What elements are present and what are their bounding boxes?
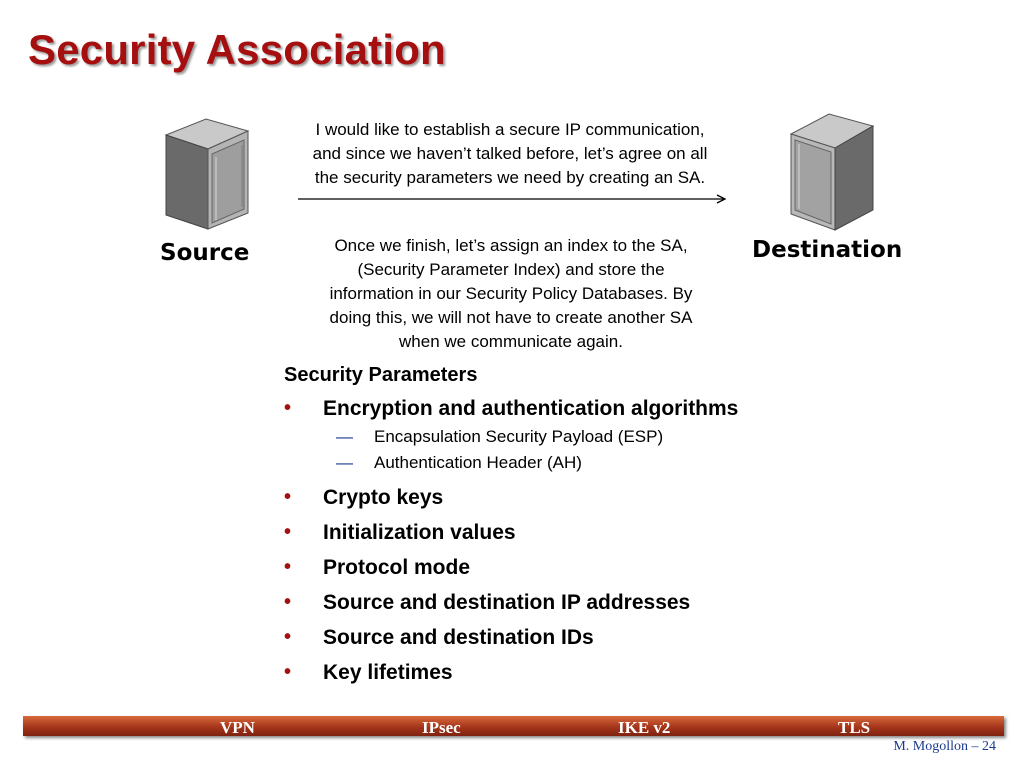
response-line: information in our Security Policy Datab… [329,284,693,303]
footer-link-vpn[interactable]: VPN [220,718,255,737]
list-item: • Initialization values [284,521,754,544]
right-arrow-icon [298,192,730,211]
sub-list: — Encapsulation Security Payload (ESP) —… [323,426,754,474]
sub-list-item: — Authentication Header (AH) [323,452,754,474]
list-item-label: Initialization values [323,521,516,544]
dash-icon: — [336,453,353,472]
sub-list-item: — Encapsulation Security Payload (ESP) [323,426,754,448]
list-item-label: Source and destination IP addresses [323,591,691,614]
response-line: (Security Parameter Index) and store the [357,260,665,279]
response-line: Once we finish, let’s assign an index to… [334,236,688,255]
request-line: I would like to establish a secure IP co… [315,120,705,139]
response-message: Once we finish, let’s assign an index to… [270,234,752,354]
bullet-icon: • [284,661,292,683]
list-item-label: Crypto keys [323,486,444,509]
bullet-icon: • [284,591,292,613]
slide-title: Security Association [28,26,446,73]
list-item: • Source and destination IP addresses [284,591,754,614]
bullet-icon: • [284,397,292,419]
dash-icon: — [336,427,353,446]
list-item: • Crypto keys [284,486,754,509]
request-line: and since we haven’t talked before, let’… [312,144,708,163]
request-message: I would like to establish a secure IP co… [262,118,758,190]
bullet-icon: • [284,521,292,543]
footer-link-tls[interactable]: TLS [838,718,871,737]
params-heading: Security Parameters [284,364,478,386]
source-label: Source [160,240,250,266]
response-line: when we communicate again. [399,332,623,351]
footer-link-ipsec[interactable]: IPsec [422,718,461,737]
footer-bar [23,716,1004,736]
request-line: the security parameters we need by creat… [314,168,706,187]
bullet-icon: • [284,626,292,648]
list-item-label: Protocol mode [323,556,471,579]
sub-list-item-label: Authentication Header (AH) [374,453,582,472]
list-item: • Protocol mode [284,556,754,579]
list-item-label: Encryption and authentication algorithms [323,397,739,420]
source-server-icon [160,117,252,232]
bullet-icon: • [284,486,292,508]
bullet-icon: • [284,556,292,578]
footer-link-ikev2[interactable]: IKE v2 [618,718,671,737]
page-number: M. Mogollon – 24 [893,739,996,754]
destination-server-icon [785,112,877,232]
destination-label: Destination [752,237,903,263]
list-item-label: Source and destination IDs [323,626,594,649]
response-line: doing this, we will not have to create a… [329,308,693,327]
list-item-label: Key lifetimes [323,661,453,684]
list-item: • Key lifetimes [284,661,754,684]
sub-list-item-label: Encapsulation Security Payload (ESP) [374,427,664,446]
list-item: • Encryption and authentication algorith… [284,397,754,474]
parameter-list: • Encryption and authentication algorith… [284,397,754,697]
list-item: • Source and destination IDs [284,626,754,649]
